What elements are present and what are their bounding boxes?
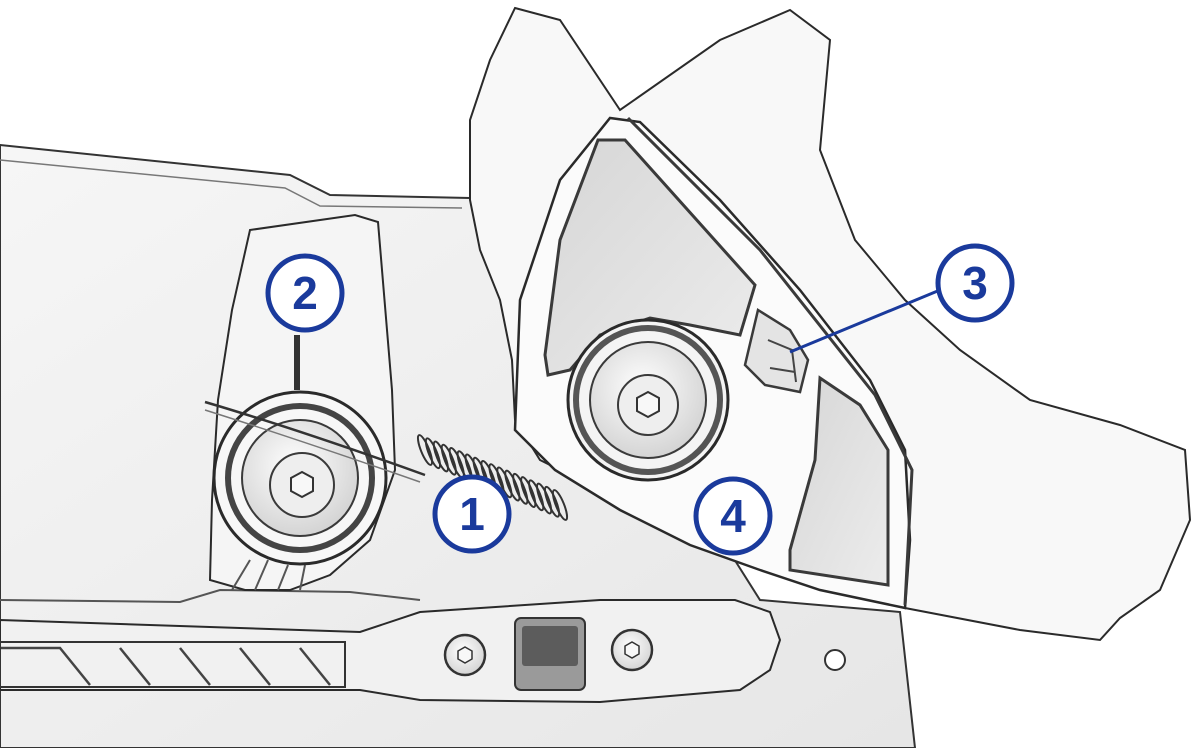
leader-line-3: [789, 288, 941, 354]
hex-socket-icon: [290, 470, 314, 499]
spring-coil-turn: [512, 472, 529, 505]
tension-spring: [204, 400, 569, 521]
spring-coil-turn: [440, 443, 457, 476]
svg-text:2: 2: [292, 267, 318, 319]
spring-coil-turn: [416, 434, 434, 466]
callout-4: 4: [693, 476, 773, 556]
svg-text:3: 3: [962, 257, 988, 309]
svg-text:4: 4: [720, 490, 746, 542]
left-pivot-bolt: [212, 390, 388, 566]
spring-coil-turn: [528, 479, 545, 512]
spring-coil-turn: [424, 437, 441, 470]
right-pivot-bolt: [566, 318, 730, 482]
pocket-lower: [788, 375, 890, 587]
callout-2: 2: [265, 253, 345, 333]
callout-3: 3: [935, 243, 1015, 323]
spring-coil-turn: [432, 440, 449, 473]
spring-coil-turn: [544, 485, 561, 518]
spring-coil-turn: [496, 466, 513, 499]
frame-hole: [824, 649, 846, 671]
spring-coil-turn: [504, 469, 521, 502]
spring-coil-turn: [520, 476, 537, 508]
slide-rail: [0, 599, 846, 704]
spring-coil-turn: [536, 482, 553, 515]
svg-text:1: 1: [459, 488, 485, 540]
spring-coil-turn: [551, 489, 569, 521]
spring-coil: [416, 434, 569, 521]
callout-1: 1: [432, 474, 512, 554]
hex-socket-icon: [636, 390, 660, 419]
